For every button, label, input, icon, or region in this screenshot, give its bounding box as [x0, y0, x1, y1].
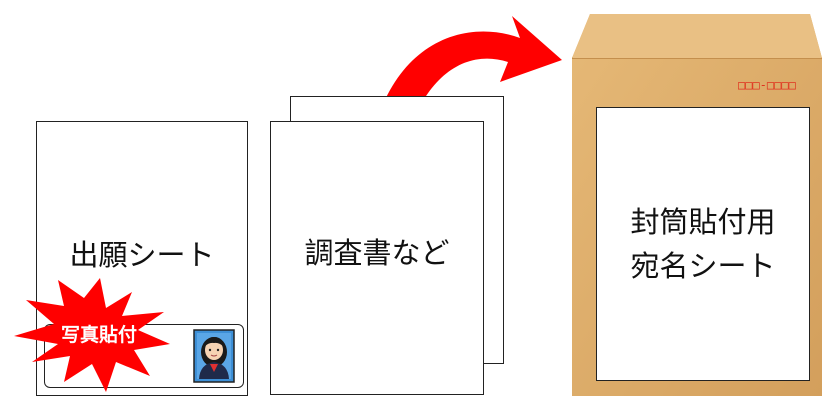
- postal-code-boxes: □□□-□□□□: [738, 78, 796, 92]
- photo-badge-label: 写真貼付: [60, 324, 137, 346]
- documents-label: 調査書など: [304, 236, 450, 270]
- application-sheet-label: 出願シート: [69, 238, 215, 272]
- address-sheet-line1: 封筒貼付用: [630, 205, 776, 239]
- document-sheet-front: 調査書など: [270, 121, 484, 395]
- address-sheet-line2: 宛名シート: [630, 249, 776, 283]
- address-sheet: 封筒貼付用 宛名シート: [596, 107, 810, 381]
- address-sheet-label: 封筒貼付用 宛名シート: [597, 200, 809, 288]
